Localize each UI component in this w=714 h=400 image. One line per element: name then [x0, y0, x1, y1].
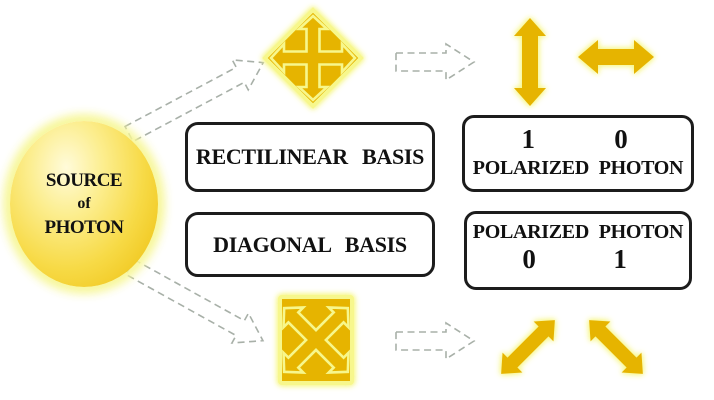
bit-value-vertical: 1	[521, 124, 536, 154]
diagonal-output-label: POLARIZED PHOTON	[472, 221, 684, 243]
source-line1: SOURCE	[45, 169, 123, 191]
diagonal-basis-icon	[278, 295, 354, 385]
diagonal-bits-row: 0 1	[467, 244, 689, 276]
arrow-source-to-rectilinear-icon	[123, 58, 265, 143]
diagonal-basis-box: DIAGONAL BASIS	[185, 212, 435, 277]
arrow-rectilinear-to-photons	[395, 42, 476, 82]
arrow-source-to-diagonal-icon	[124, 258, 265, 344]
horizontal-double-arrow-icon	[578, 40, 654, 74]
arrow-diagonal-to-photons	[395, 321, 476, 361]
rectilinear-bits-row: 1 0	[465, 124, 691, 156]
bit-value-horizontal: 0	[614, 124, 628, 154]
vertical-double-arrow-icon	[514, 18, 546, 106]
rectilinear-basis-box: RECTILINEAR BASIS	[185, 122, 435, 192]
source-line3: PHOTON	[44, 216, 125, 238]
rectilinear-output-box: 1 0 POLARIZED PHOTON	[462, 115, 694, 192]
rectilinear-basis-label: RECTILINEAR BASIS	[195, 144, 425, 169]
diagonal-output-box: POLARIZED PHOTON 0 1	[464, 211, 692, 290]
diagonal-double-arrow-se-icon	[589, 320, 643, 374]
rectilinear-output-label: POLARIZED PHOTON	[472, 157, 684, 179]
source-of-photon: SOURCE of PHOTON	[10, 121, 158, 287]
source-line2: of	[77, 195, 91, 213]
bit-value-diag-se: 1	[613, 244, 627, 274]
four-way-cross-arrows-icon	[269, 14, 357, 102]
rectilinear-basis-icon	[262, 7, 364, 109]
diagonal-basis-label: DIAGONAL BASIS	[213, 231, 407, 257]
four-way-diagonal-arrows-icon	[282, 306, 350, 374]
bit-value-diag-ne: 0	[522, 244, 536, 274]
diagonal-double-arrow-ne-icon	[501, 320, 555, 374]
